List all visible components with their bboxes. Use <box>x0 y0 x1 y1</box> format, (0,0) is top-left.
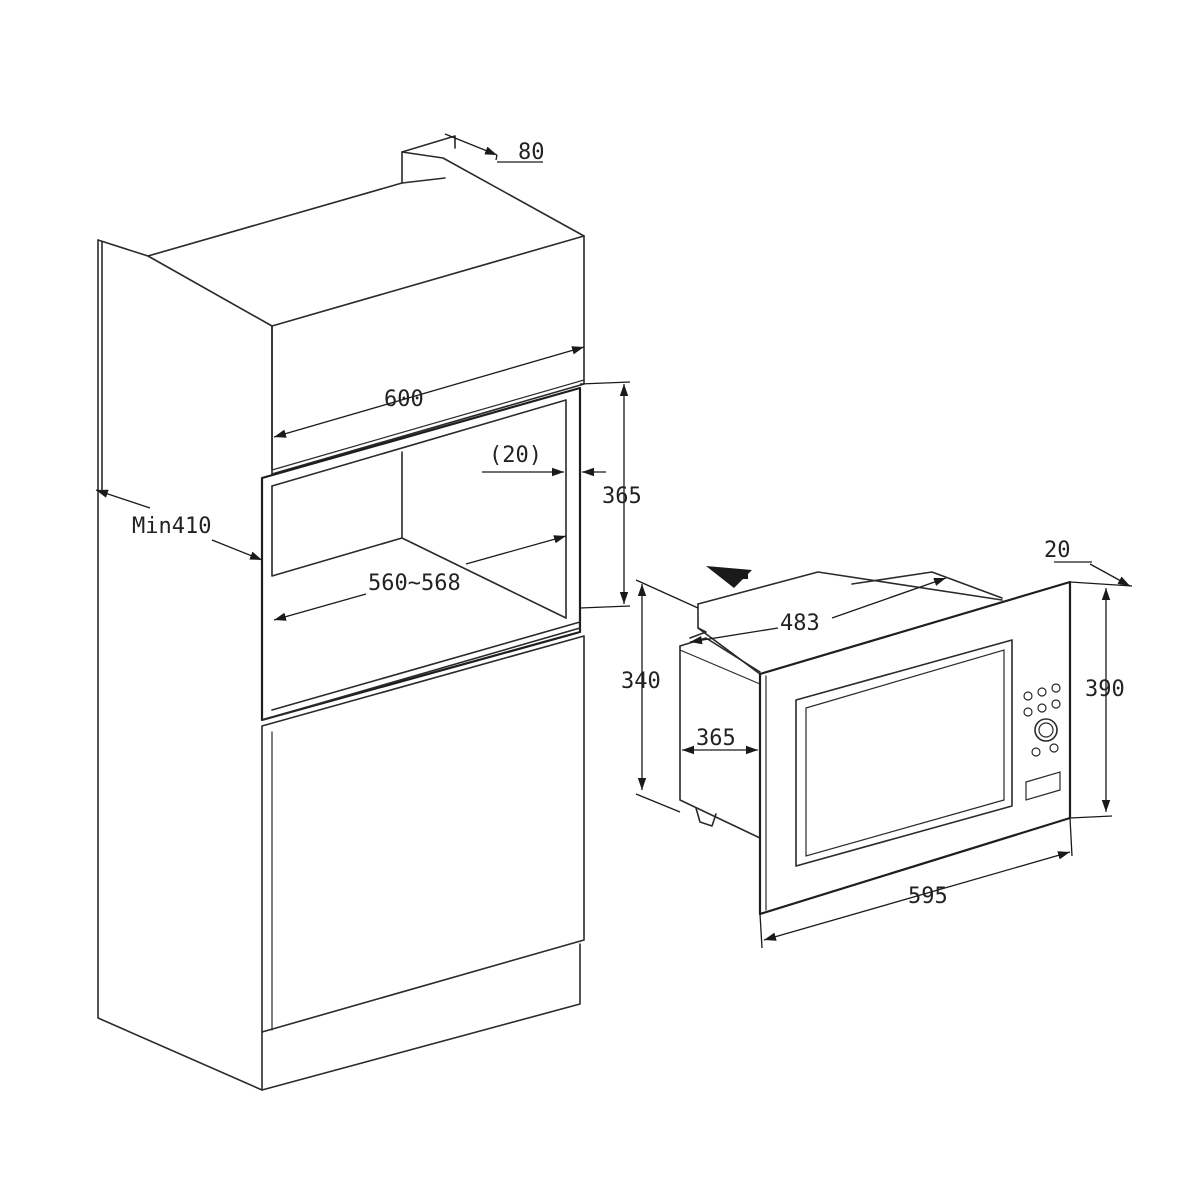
dim-label-panel-gap: (20) <box>489 443 542 468</box>
control-button <box>1049 743 1059 753</box>
dim-cabinet-width: 600 <box>273 346 585 438</box>
control-panel <box>1023 683 1061 801</box>
insert-direction-arrow-icon <box>706 566 752 588</box>
control-button <box>1031 747 1041 757</box>
dim-appliance-frame-width: 595 <box>759 817 1073 949</box>
dim-label-niche-height: 365 <box>602 484 642 509</box>
dim-niche-height: 365 <box>579 381 642 609</box>
control-button <box>1051 699 1061 709</box>
dim-appliance-body-height: 340 <box>621 579 699 813</box>
control-button <box>1051 683 1061 693</box>
dim-label-body-width: 483 <box>780 611 820 636</box>
dim-label-niche-width: 560~568 <box>368 571 461 596</box>
dim-label-cabinet-depth: Min410 <box>132 514 211 539</box>
lower-door <box>261 635 585 1033</box>
dim-niche-width: 560~568 <box>273 535 567 621</box>
dim-appliance-frame-height: 390 <box>1069 588 1125 819</box>
rotary-knob-icon <box>1034 718 1058 742</box>
control-button <box>1023 707 1033 717</box>
top-back-board <box>147 135 585 257</box>
dim-cabinet-depth: Min410 <box>95 489 263 561</box>
appliance-top <box>689 571 1003 675</box>
dim-label-frame-width: 595 <box>908 884 948 909</box>
left-side-panel <box>97 239 273 1091</box>
tall-cabinet <box>97 135 585 1091</box>
control-button <box>1037 687 1047 697</box>
dim-label-cabinet-width: 600 <box>384 387 424 412</box>
dim-label-body-height: 340 <box>621 669 661 694</box>
display-window <box>1025 771 1061 801</box>
appliance-niche <box>260 386 582 722</box>
dim-top-depth: 80 <box>444 133 545 165</box>
dim-appliance-body-width: 483 <box>689 577 947 645</box>
viewing-window <box>795 639 1013 867</box>
control-button <box>1037 703 1047 713</box>
dim-label-frame-offset: 20 <box>1044 538 1071 563</box>
dim-label-top-depth: 80 <box>518 140 545 165</box>
dim-label-appliance-depth: 365 <box>696 726 736 751</box>
dim-label-frame-height: 390 <box>1085 677 1125 702</box>
dim-appliance-depth: 365 <box>682 726 758 755</box>
dim-panel-gap: (20) <box>482 443 606 477</box>
upper-front-box <box>271 235 585 475</box>
plinth <box>261 943 581 1091</box>
dim-frame-offset: 20 <box>1044 538 1133 587</box>
control-button <box>1023 691 1033 701</box>
microwave-appliance <box>679 571 1072 916</box>
appliance-side <box>679 637 761 839</box>
